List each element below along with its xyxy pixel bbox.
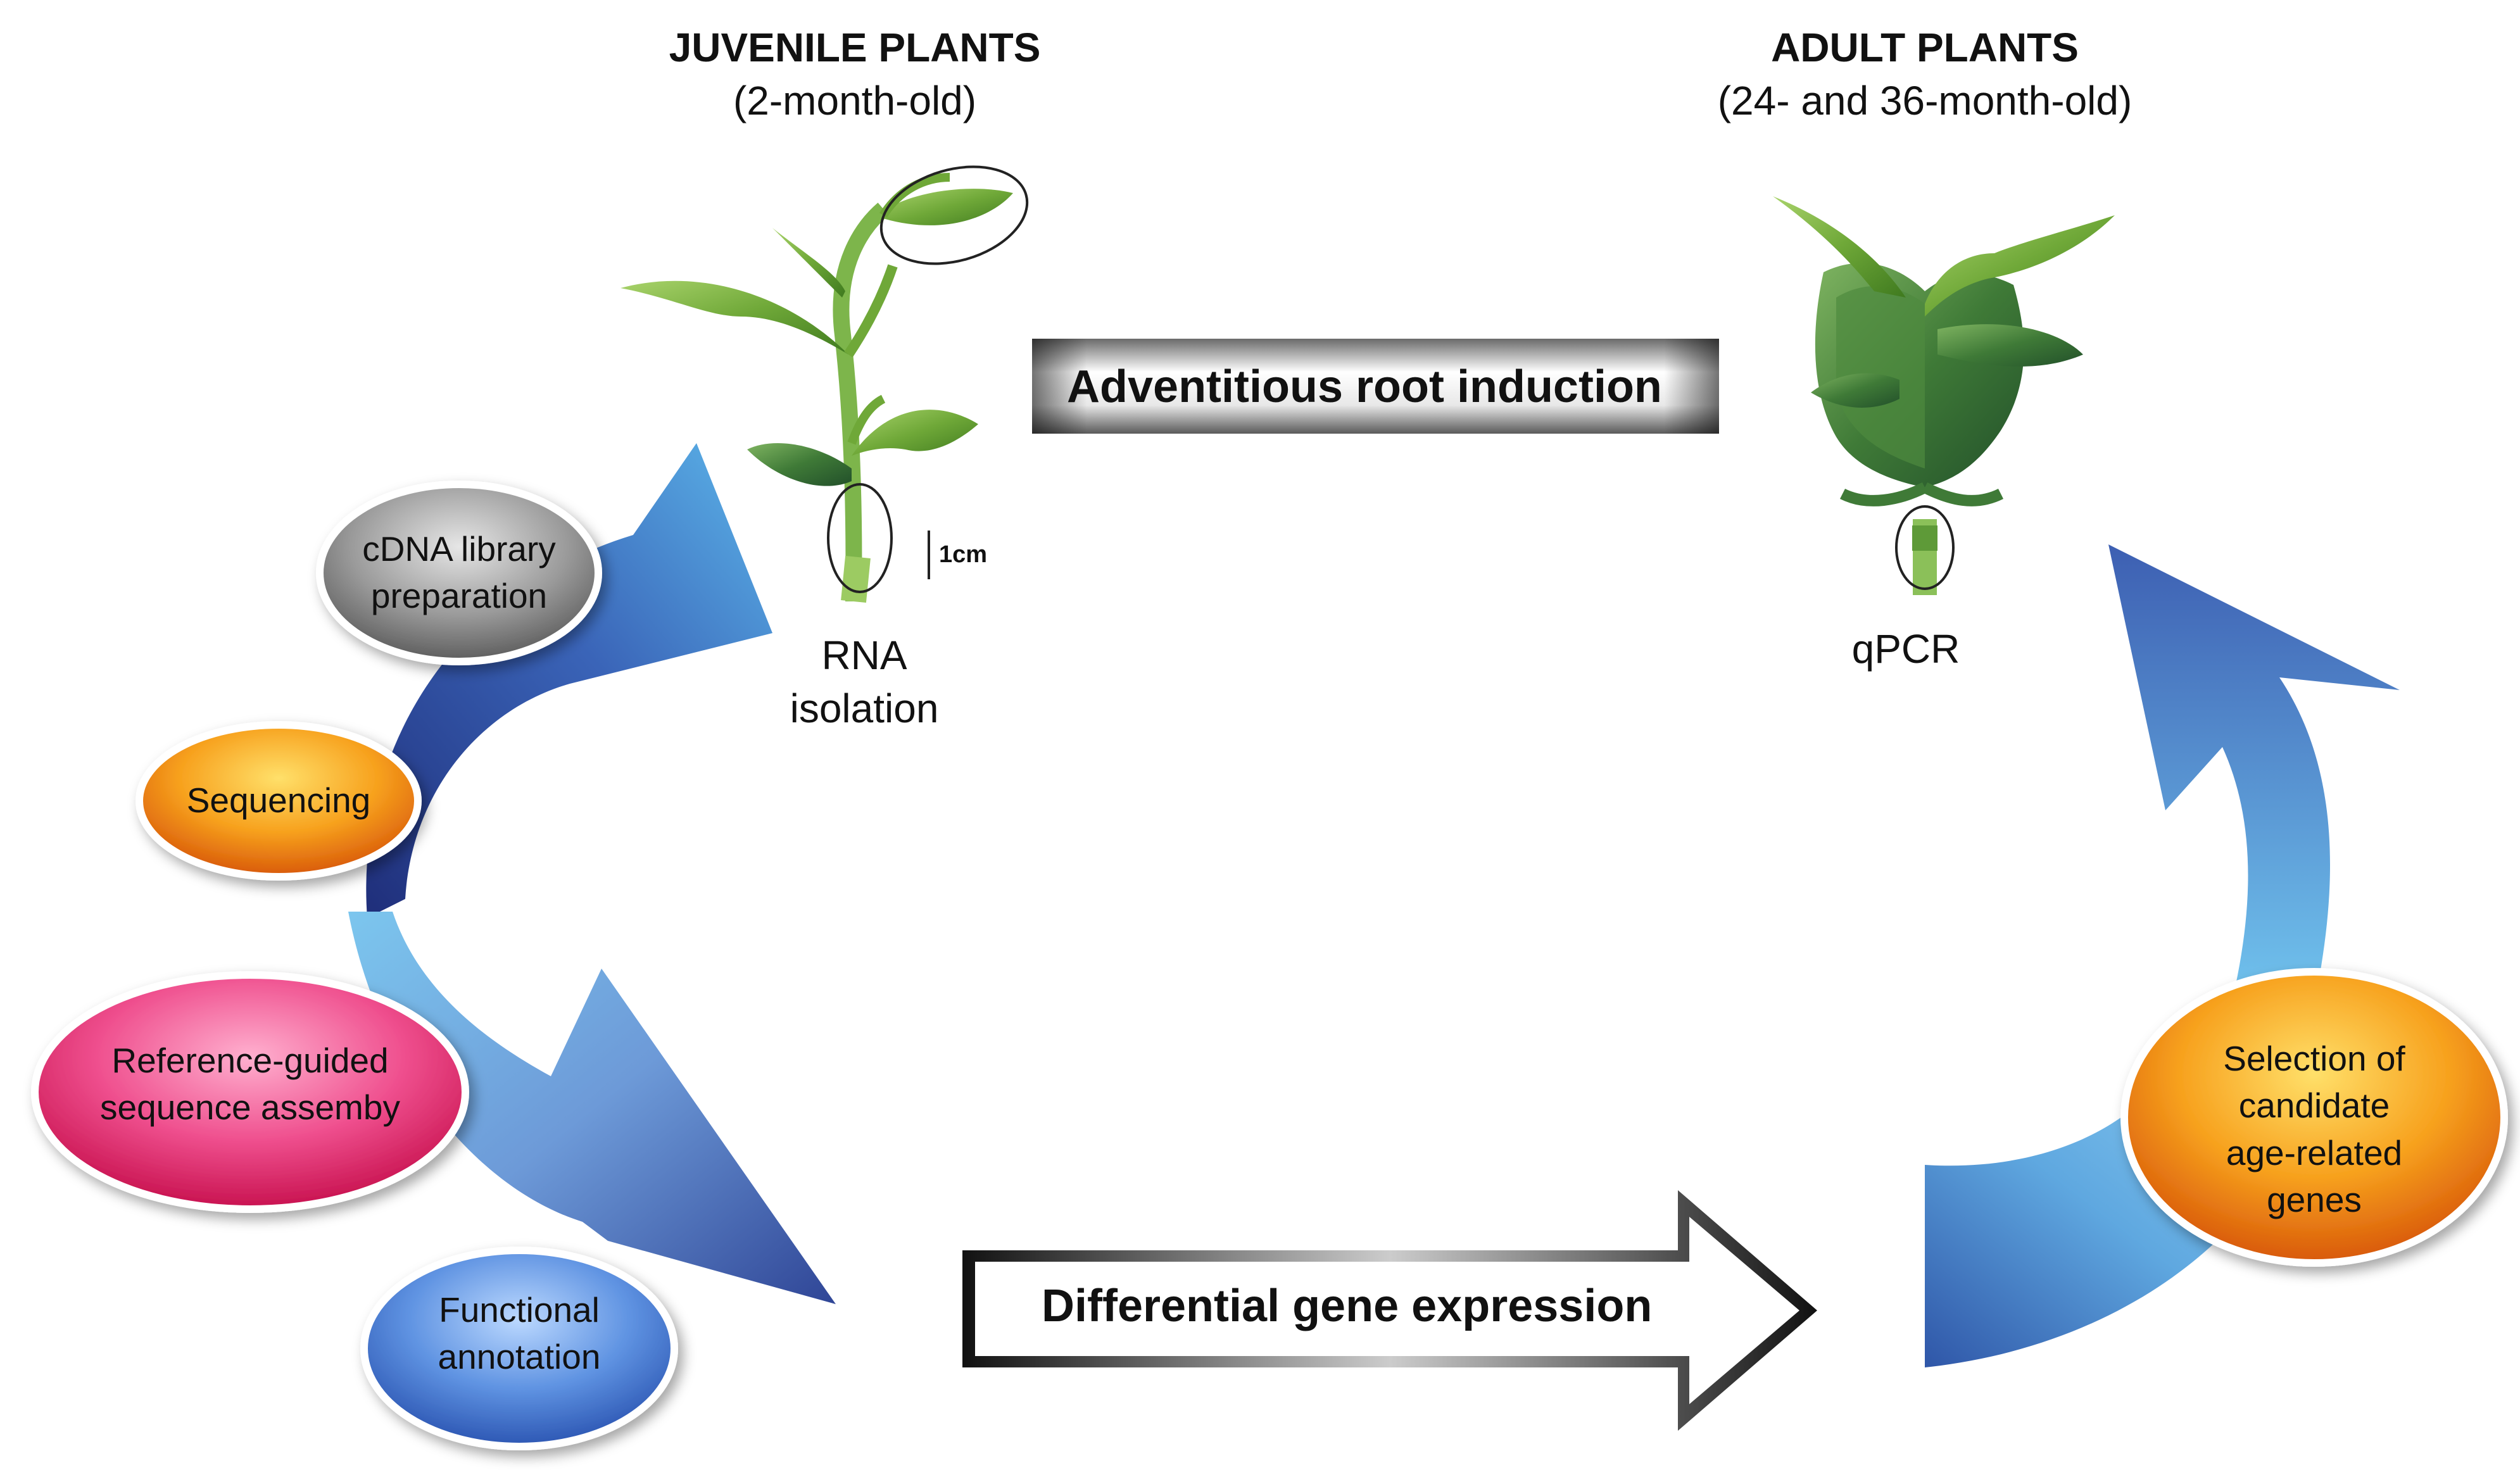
step-oval-cdna bbox=[316, 481, 602, 665]
step-annotation-line2: annotation bbox=[438, 1337, 601, 1377]
step-selection-line2: candidate bbox=[2238, 1086, 2390, 1126]
step-cdna-line2: preparation bbox=[370, 576, 548, 616]
step-assembly-label: Reference-guided sequence assemby bbox=[41, 1037, 459, 1131]
juvenile-leaf bbox=[883, 189, 1013, 225]
cycle-arrow-upper-left bbox=[366, 443, 772, 918]
step-selection-line1: Selection of bbox=[2223, 1039, 2405, 1078]
adult-plant-image bbox=[1773, 196, 2115, 595]
juvenile-plant-image bbox=[621, 165, 1029, 603]
qpcr-label: qPCR bbox=[1851, 626, 1960, 672]
rna-label-line1: RNA bbox=[821, 632, 907, 678]
step-sequencing-label: Sequencing bbox=[139, 777, 418, 824]
juvenile-title: JUVENILE PLANTS bbox=[669, 25, 1041, 70]
step-oval-selection bbox=[2120, 968, 2508, 1267]
step-oval-annotation bbox=[360, 1247, 678, 1450]
banner-bottom-text: Differential gene expression bbox=[1042, 1281, 1653, 1331]
step-selection-label: Selection of candidate age-related genes bbox=[2150, 1035, 2479, 1223]
banner-top bbox=[1032, 339, 1719, 434]
juvenile-subtitle: (2-month-old) bbox=[733, 78, 977, 123]
step-selection-line3: age-related bbox=[2226, 1133, 2403, 1172]
step-sequencing-line1: Sequencing bbox=[186, 781, 371, 820]
scale-bar-label: 1cm bbox=[939, 541, 988, 568]
step-oval-sequencing bbox=[135, 721, 422, 881]
step-selection-line4: genes bbox=[2267, 1179, 2362, 1219]
step-assembly-line2: sequence assemby bbox=[100, 1088, 400, 1128]
step-annotation-line1: Functional bbox=[439, 1290, 600, 1329]
banner-top-text: Adventitious root induction bbox=[1067, 361, 1662, 412]
step-oval-assembly bbox=[31, 971, 469, 1213]
cycle-arrow-upper-right bbox=[2108, 544, 2400, 988]
step-assembly-line1: Reference-guided bbox=[111, 1041, 389, 1080]
step-annotation-label: Functional annotation bbox=[364, 1286, 674, 1381]
adult-title: ADULT PLANTS bbox=[1771, 25, 2079, 70]
adult-subtitle: (24- and 36-month-old) bbox=[1717, 78, 2133, 123]
step-cdna-label: cDNA library preparation bbox=[320, 525, 598, 620]
differential-expression-arrow bbox=[962, 1190, 1817, 1431]
step-cdna-line1: cDNA library bbox=[362, 529, 556, 569]
cycle-arrow-lower-left bbox=[348, 912, 836, 1304]
rna-label-line2: isolation bbox=[790, 686, 939, 731]
